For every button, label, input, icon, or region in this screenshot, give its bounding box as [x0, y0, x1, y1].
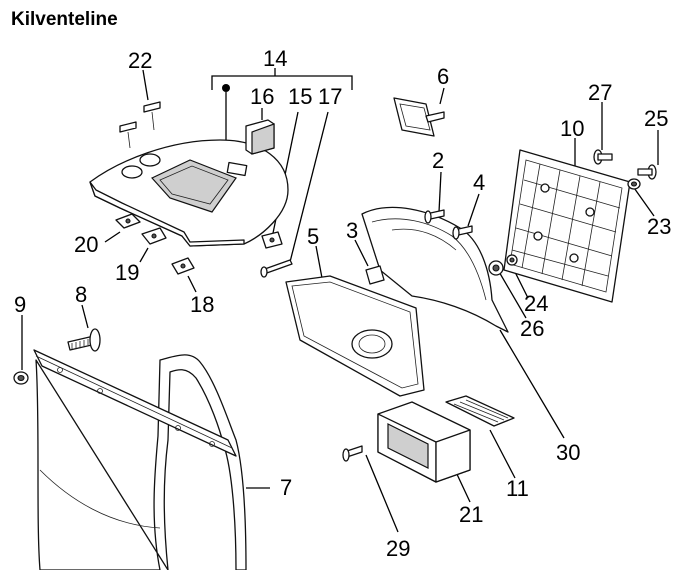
- callout-16: 16: [250, 84, 274, 109]
- part-29-screw: [342, 445, 363, 462]
- part-small-clips: [115, 213, 283, 275]
- callout-5: 5: [307, 224, 319, 249]
- callout-24: 24: [524, 291, 548, 316]
- part-7-mudflap: [35, 354, 247, 570]
- callout-26: 26: [520, 316, 544, 341]
- callout-22: 22: [128, 48, 152, 73]
- part-25-bolt: [627, 164, 657, 190]
- part-mounting-rail: [33, 349, 237, 457]
- part-24-26-washers: [488, 254, 518, 276]
- callout-2: 2: [432, 148, 444, 173]
- callout-27: 27: [588, 80, 612, 105]
- part-21-lamp-box: [377, 401, 471, 483]
- callout-7: 7: [280, 475, 292, 500]
- callout-19: 19: [115, 260, 139, 285]
- callout-14: 14: [263, 46, 287, 71]
- callout-labels: 22 14 16 15 17 6 27 25 10 2 4 23 3 5 20 …: [14, 46, 671, 561]
- part-11-lens: [445, 395, 515, 427]
- part-16-block: [245, 119, 275, 155]
- part-upper-cover: [89, 139, 289, 247]
- part-2-4-screws: [424, 209, 473, 240]
- callout-17: 17: [318, 84, 342, 109]
- part-6-plate: [393, 97, 445, 137]
- part-30-housing: [361, 206, 509, 333]
- part-10-grid-bracket: [503, 149, 631, 303]
- callout-3: 3: [346, 218, 358, 243]
- set-marker-dot: [222, 84, 230, 92]
- callout-21: 21: [459, 502, 483, 527]
- part-27-bolt: [593, 149, 613, 165]
- callout-18: 18: [190, 292, 214, 317]
- part-5-panel: [285, 275, 425, 397]
- callout-30: 30: [556, 440, 580, 465]
- callout-9: 9: [14, 292, 26, 317]
- part-3-nut: [365, 265, 385, 285]
- part-9-washer: [13, 371, 29, 385]
- callout-8: 8: [75, 282, 87, 307]
- callout-4: 4: [473, 170, 485, 195]
- part-8-bolt: [67, 328, 101, 352]
- callout-29: 29: [386, 536, 410, 561]
- part-17-pin: [260, 259, 293, 278]
- callout-15: 15: [288, 84, 312, 109]
- callout-20: 20: [74, 232, 98, 257]
- leader-lines: [21, 68, 659, 533]
- callout-23: 23: [647, 214, 671, 239]
- part-22-screws: [119, 101, 161, 149]
- callout-10: 10: [560, 116, 584, 141]
- diagram-title: Kilventeline: [11, 9, 118, 30]
- callout-25: 25: [644, 106, 668, 131]
- callout-6: 6: [437, 64, 449, 89]
- callout-11: 11: [506, 476, 529, 501]
